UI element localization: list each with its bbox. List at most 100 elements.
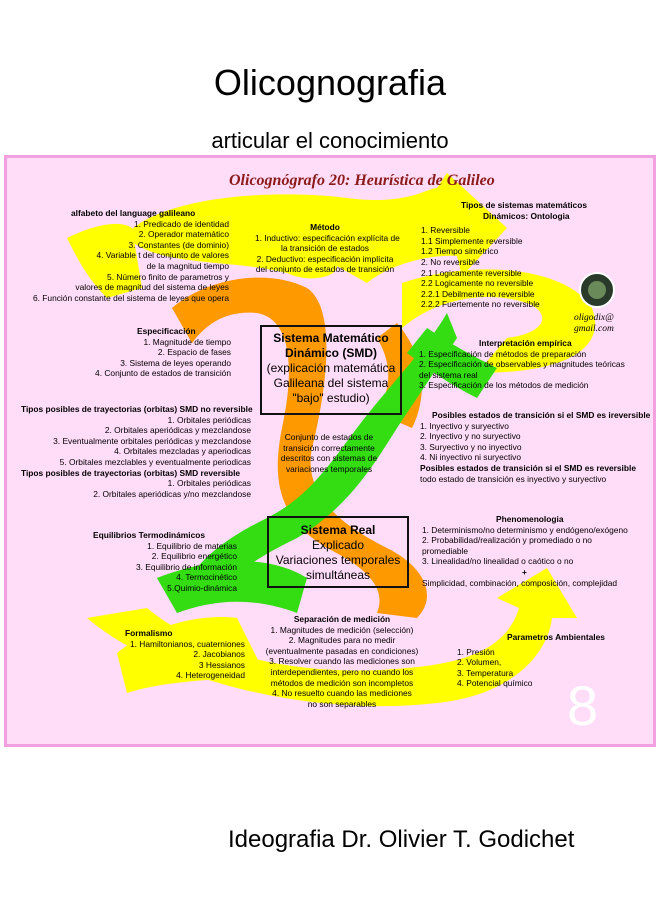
diagram-shapes [67,173,615,707]
orange-band [172,277,427,618]
equilibrios-line: 2. Equilibrio energético [151,551,237,562]
ontologia-line: 2.2.1 Debilmente no reversible [421,288,535,299]
separacion-line: 4. No resuelto cuando las mediciones [272,688,412,699]
trayectorias-rev-heading: Tipos posibles de trayectorias (orbitas)… [21,467,241,478]
metodo-block: Método 1. Inductivo: especificación expl… [255,222,400,275]
alfabeto-line: 1. Predicado de identidad [134,218,229,229]
equilibrios-heading: Equilibrios Termodinámicos [93,530,205,540]
ambientales-line: 4. Potencial químico [457,678,533,689]
equilibrios-line: 3. Equilibrio de información [135,561,237,572]
formalismo-line: 4. Heterogeneidad [176,670,245,681]
alfabeto-line: de la magnitud tiempo [146,260,229,271]
yellow-left-arm [117,617,267,693]
equilibrios-line: 1. Equilibrio de materias [147,540,237,551]
contact-email: oligodix@ gmail.com [574,313,614,335]
metodo-line: 1. Inductivo: especificación explícita d… [255,232,400,243]
ontologia-line: 1.2 Tiempo simétrico [421,246,499,257]
page-title: Olicognografia [213,62,447,103]
metodo-line: 2. Deductivo: especificación implícita [256,253,394,264]
fenomenologia-line: 3. Linealidad/no linealidad o caótico o … [422,556,574,567]
alfabeto-line: 3. Constantes (de dominio) [128,239,229,250]
ambientales-line: 2. Volumen, [457,657,502,668]
trayectorias-line: 5. Orbitales mezclables y eventualmente … [59,456,251,467]
equilibrios-block: Equilibrios Termodinámicos 1. Equilibrio… [93,530,237,594]
page-subtitle: articular el conocimiento [211,128,449,153]
ontologia-heading: Dinámicos: Ontologia [483,210,570,221]
green-upper-band [407,328,497,398]
metodo-line: la transición de estados [281,243,369,254]
separacion-line: 3. Resolver cuando las mediciones son [269,656,415,667]
alfabeto-line: valores de magnitud del sistema de leyes [75,282,229,293]
especificacion-line: 1. Magnitude de tiempo [143,336,231,347]
alfabeto-line: 2. Operador matemático [138,229,229,240]
formalismo-line: 3 Hessianos [198,659,245,670]
interpretacion-line: 2. Especificación de observables y magni… [419,359,625,370]
estados-line2: todo estado de transición es inyectivo y… [420,473,607,484]
smd-box: Sistema Matemático Dinámico (SMD) (expli… [260,325,402,415]
fenomenologia-line: 2. Probabilidad/realización y promediado… [422,535,592,546]
separacion-line: (eventualmente pasadas en condiciones) [265,645,419,656]
trayectorias-line: 2. Orbitales aperiódicas y mezclandose [104,425,251,436]
formalismo-block: Formalismo 1. Hamiltonianos, cuaternione… [125,628,245,681]
ontologia-line: 2. No reversible [421,256,480,267]
smd-line: (explicación matemática [266,361,396,375]
especificacion-line: 3. Sistema de leyes operando [120,357,231,368]
conjunto-line: transición correctamente [283,442,375,453]
conjunto-line: descritos con sistemas de [280,453,378,464]
diagram-title: Olicognógrafo 20: Heurística de Galileo [229,172,495,189]
estados-line: 1. Inyectivo y suryectivo [420,420,509,431]
trayectorias-line: 2. Orbitales aperiódicas y/no mezclandos… [93,488,251,499]
fenomenologia-plus: + [522,566,527,577]
interpretacion-line: del sistema real [419,369,478,380]
separacion-line: no son separables [307,698,377,709]
trayectorias-line: 3. Eventualmente orbitales periódicas y … [53,435,251,446]
formalismo-heading: Formalismo [125,628,173,638]
trayectorias-line: 1. Orbitales periódicas [167,414,251,425]
trayectorias-block: Tipos posibles de trayectorias (orbitas)… [21,404,253,499]
separacion-line: 2. Magnitudes para no medir [288,635,396,646]
especificacion-heading: Especificación [137,326,196,336]
conjunto-line: Conjunto de estados de [284,432,374,442]
metodo-line: del conjunto de estados de transición [255,264,395,275]
ontologia-line: 2.2 Logicamente no reversible [421,278,534,289]
separacion-block: Separación de medición 1. Magnitudes de … [262,614,422,709]
smd-title: Dinámico (SMD) [284,346,377,360]
logo-disc-inner [588,281,606,299]
estados-block: Posibles estados de transición si el SMD… [420,410,650,484]
ambientales-heading: Parametros Ambientales [507,632,605,642]
sistema-real-line: Explicado [311,538,365,552]
fenomenologia-line: 1. Determinismo/no determinismo y endóge… [422,524,628,535]
sistema-real-line: simultáneas [305,568,371,582]
contact-line: gmail.com [574,324,614,334]
interpretacion-line: 3. Especificación de los métodos de medi… [419,380,589,391]
alfabeto-heading: alfabeto del language galileano [71,208,196,218]
separacion-line: interdependientes, pero no cuando los [270,666,414,677]
estados-heading: Posibles estados de transición si el SMD… [432,410,651,420]
yellow-left-band [67,223,142,298]
estados-line: 4. Ni inyectivo ni suryectivo [420,452,522,463]
estados-heading2: Posibles estados de transición si el SMD… [420,462,636,473]
separacion-line: métodos de medición son incompletos [270,677,414,688]
separacion-heading: Separación de medición [293,614,391,624]
ontologia-heading: Tipos de sistemas matemáticos [461,200,587,210]
formalismo-line: 2. Jacobianos [193,649,245,660]
alfabeto-line: 5. Número finito de parametros y [107,271,229,282]
formalismo-line: 1. Hamiltonianos, cuaterniones [130,638,245,649]
contact-line: oligodix@ [574,313,614,323]
separacion-line: 1. Magnitudes de medición (selección) [270,624,414,635]
alfabeto-block: alfabeto del language galileano 1. Predi… [33,208,229,303]
yellow-cycle-band [125,173,507,283]
ontologia-line: 1. Reversible [421,225,470,236]
ontologia-line: 2.1 Logicamente reversible [421,267,522,278]
conjunto-block: Conjunto de estados de transición correc… [269,432,389,474]
smd-line: Galileana del sistema [273,376,389,390]
ambientales-line: 1. Presión [457,646,495,657]
ontologia-block: Tipos de sistemas matemáticos Dinámicos:… [421,200,587,310]
especificacion-line: 4. Conjunto de estados de transición [95,368,231,379]
page-number: 8 [567,674,599,737]
alfabeto-line: 6. Función constante del sistema de leye… [33,292,230,303]
trayectorias-no-rev-heading: Tipos posibles de trayectorias (orbitas)… [21,404,253,414]
fenomenologia-block: Phenomenologia 1. Determinismo/no determ… [422,514,628,588]
interpretacion-line: 1. Especificación de métodos de preparac… [419,348,587,359]
ontologia-line: 1.1 Simplemente reversible [421,235,523,246]
